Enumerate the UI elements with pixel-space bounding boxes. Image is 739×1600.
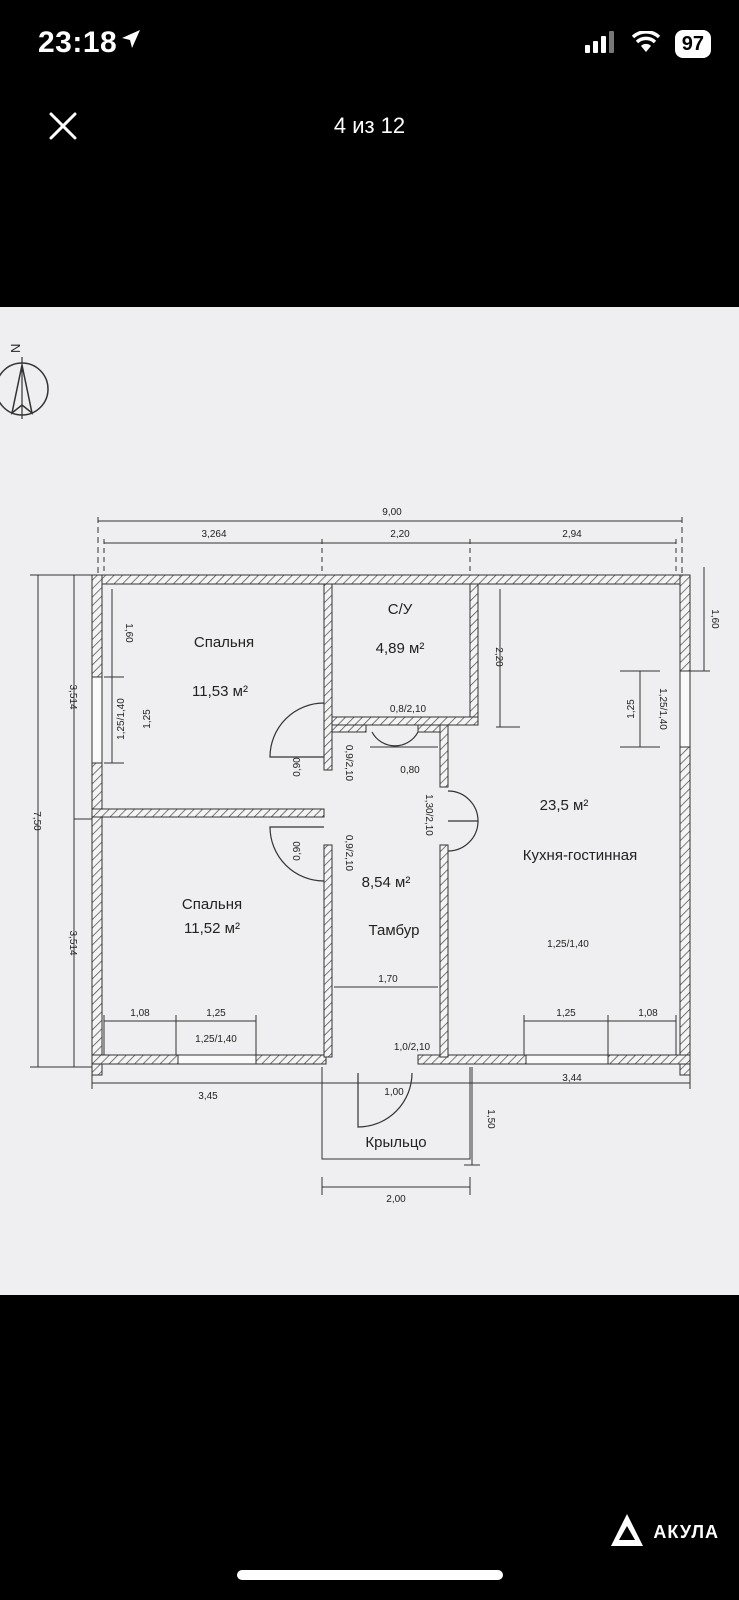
dim-kitchen-win-w: 1,25	[626, 699, 637, 719]
dim-win-bed-top: 1,25/1,40	[116, 698, 127, 740]
dim-bath-door-w: 0,80	[400, 765, 420, 776]
status-indicators: 97	[584, 29, 711, 58]
dim-left-lower: 3,514	[67, 930, 78, 955]
floor-plan-photo[interactable]: N	[0, 307, 739, 1295]
dim-top-right: 2,94	[562, 529, 582, 540]
room-area-kitchen: 23,5 м²	[540, 797, 589, 814]
dim-br-125: 1,25	[556, 1008, 576, 1019]
dim-bl-win: 1,25/1,40	[195, 1034, 237, 1045]
dim-total-width: 9,00	[382, 507, 402, 518]
room-area-vestibule: 8,54 м²	[362, 874, 411, 891]
dim-bl-125: 1,25	[206, 1008, 226, 1019]
dim-bottom-left: 3,45	[198, 1091, 218, 1102]
dim-right-1-60: 1,60	[709, 609, 720, 629]
walls	[91, 574, 691, 1076]
room-name-porch: Крыльцо	[365, 1134, 426, 1151]
dim-top-mid: 2,20	[390, 529, 410, 540]
dim-door-090-top: 0,90	[292, 757, 303, 777]
image-counter: 4 из 12	[333, 113, 406, 138]
dim-porch-depth: 1,50	[485, 1109, 496, 1129]
dim-total-height: 7,50	[31, 811, 42, 831]
dimension-labels: 9,00 3,264 2,20 2,94 7,50 3,514 3,514 1,…	[31, 507, 720, 1205]
dim-door-092-bottom: 0,9/2,10	[343, 835, 354, 872]
dim-door-090-bottom: 0,90	[292, 841, 303, 861]
floor-plan-drawing: N	[0, 344, 720, 1205]
dim-bath-door: 0,8/2,10	[390, 704, 427, 715]
home-indicator[interactable]	[237, 1570, 503, 1580]
room-name-bedroom-bottom: Спальня	[182, 896, 242, 913]
room-labels: Спальня 11,53 м² С/У 4,89 м² 23,5 м² Кух…	[182, 601, 637, 1151]
dim-win-bed-top-w: 1,25	[142, 709, 153, 729]
close-icon	[49, 112, 77, 140]
signal-icon	[584, 30, 617, 58]
dim-door-092-top: 0,9/2,10	[343, 745, 354, 782]
dim-bath-height: 2,20	[493, 647, 504, 667]
dim-kitchen-win: 1,25/1,40	[657, 688, 668, 730]
doors	[269, 702, 479, 1128]
location-arrow-icon	[120, 28, 142, 55]
room-area-bedroom-top: 11,53 м²	[192, 683, 248, 700]
dim-top-left: 3,264	[201, 529, 226, 540]
dim-kitchen-win2: 1,25/1,40	[547, 939, 589, 950]
wifi-icon	[631, 29, 661, 58]
room-area-bedroom-bottom: 11,52 м²	[184, 920, 240, 937]
room-name-bathroom: С/У	[388, 601, 413, 618]
north-arrow-icon: N	[0, 344, 49, 419]
dim-porch-door: 1,00	[384, 1087, 404, 1098]
battery-indicator: 97	[674, 30, 711, 58]
status-time: 23:18	[38, 26, 118, 59]
room-name-kitchen: Кухня-гостинная	[523, 847, 637, 864]
status-bar: 23:18 97	[0, 0, 739, 88]
dim-vest-width: 1,70	[378, 974, 398, 985]
dim-entry-door: 1,0/2,10	[394, 1042, 431, 1053]
room-area-bathroom: 4,89 м²	[376, 640, 425, 657]
dim-porch-width: 2,00	[386, 1194, 406, 1205]
watermark-text: АКУЛА	[653, 1522, 719, 1542]
dim-bottom-right: 3,44	[562, 1073, 582, 1084]
north-label: N	[8, 344, 23, 353]
dim-br-108: 1,08	[638, 1008, 658, 1019]
dim-kitchen-door: 1,30/2,10	[423, 794, 434, 836]
room-name-bedroom-top: Спальня	[194, 634, 254, 651]
dim-bed-top-1-60: 1,60	[123, 623, 134, 643]
room-name-vestibule: Тамбур	[369, 922, 420, 939]
watermark: АКУЛА	[609, 1512, 719, 1553]
dimension-lines	[30, 517, 710, 1195]
windows	[91, 670, 691, 1065]
dim-bl-108: 1,08	[130, 1008, 150, 1019]
dim-left-upper: 3,514	[67, 684, 78, 709]
shark-logo-icon	[609, 1512, 645, 1553]
close-button[interactable]	[46, 109, 80, 143]
viewer-top-bar: 4 из 12	[0, 95, 739, 155]
